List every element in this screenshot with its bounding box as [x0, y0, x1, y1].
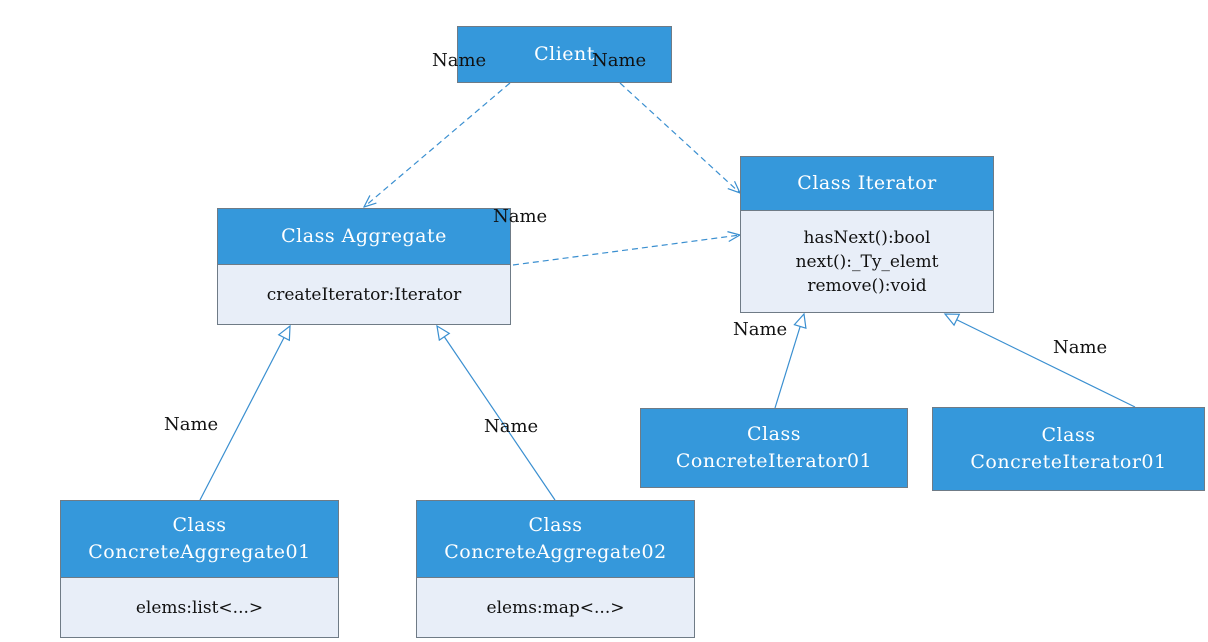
edge-aggregate-to-iterator[interactable] — [512, 235, 740, 266]
class-iterator[interactable]: Class Iterator hasNext():bool next():_Ty… — [740, 156, 994, 313]
class-concrete-iterator-b-header: Class ConcreteIterator01 — [932, 407, 1205, 491]
edge-client-to-iterator[interactable] — [619, 82, 740, 193]
class-title-line2: ConcreteIterator01 — [675, 450, 873, 472]
class-concrete-aggregate-01-members: elems:list<...> — [60, 578, 339, 638]
class-concrete-aggregate-02-header: Class ConcreteAggregate02 — [416, 500, 695, 578]
class-title-line1: Class — [172, 514, 227, 536]
class-title-line1: Class — [528, 514, 583, 536]
class-title-line1: Class — [1041, 424, 1096, 446]
class-title: Class Aggregate — [281, 225, 447, 247]
class-client[interactable]: Client — [457, 26, 672, 83]
class-concrete-aggregate-02[interactable]: Class ConcreteAggregate02 elems:map<...> — [416, 500, 695, 638]
edge-concrete-iterator-a-to-iterator[interactable] — [774, 312, 807, 409]
class-aggregate-members: createIterator:Iterator — [217, 265, 511, 325]
edge-label: Name — [1053, 337, 1108, 358]
class-member: createIterator:Iterator — [266, 284, 462, 305]
class-title-line2: ConcreteAggregate02 — [444, 541, 667, 563]
edge-concrete-aggregate-01-to-aggregate[interactable] — [199, 324, 291, 501]
class-member: elems:map<...> — [486, 597, 625, 618]
class-concrete-aggregate-01[interactable]: Class ConcreteAggregate01 elems:list<...… — [60, 500, 339, 638]
edge-concrete-aggregate-02-to-aggregate[interactable] — [436, 324, 556, 501]
edge-concrete-iterator-b-to-iterator[interactable] — [943, 313, 1136, 408]
class-concrete-iterator-a[interactable]: Class ConcreteIterator01 — [640, 408, 908, 488]
class-title-line2: ConcreteAggregate01 — [88, 541, 311, 563]
class-member: hasNext():bool — [803, 227, 931, 248]
edge-label: Name — [164, 414, 219, 435]
edge-label: Name — [733, 319, 788, 340]
class-member: next():_Ty_elemt — [795, 251, 939, 272]
edge-label: Name — [432, 50, 487, 71]
class-concrete-aggregate-02-members: elems:map<...> — [416, 578, 695, 638]
class-member: remove():void — [807, 275, 927, 296]
class-client-header: Client — [457, 26, 672, 83]
class-aggregate[interactable]: Class Aggregate createIterator:Iterator — [217, 208, 511, 325]
class-concrete-iterator-a-header: Class ConcreteIterator01 — [640, 408, 908, 488]
edge-client-to-aggregate[interactable] — [364, 82, 511, 207]
class-iterator-header: Class Iterator — [740, 156, 994, 211]
edge-label: Name — [493, 206, 548, 227]
class-aggregate-header: Class Aggregate — [217, 208, 511, 265]
class-title-line2: ConcreteIterator01 — [970, 451, 1167, 473]
edge-label: Name — [592, 50, 647, 71]
class-title: Class Iterator — [797, 172, 937, 194]
edge-label: Name — [484, 416, 539, 437]
class-member: elems:list<...> — [135, 597, 264, 618]
class-concrete-aggregate-01-header: Class ConcreteAggregate01 — [60, 500, 339, 578]
class-concrete-iterator-b[interactable]: Class ConcreteIterator01 — [932, 407, 1205, 491]
class-title: Client — [534, 43, 595, 65]
class-title-line1: Class — [747, 423, 801, 445]
class-iterator-members: hasNext():bool next():_Ty_elemt remove()… — [740, 211, 994, 313]
